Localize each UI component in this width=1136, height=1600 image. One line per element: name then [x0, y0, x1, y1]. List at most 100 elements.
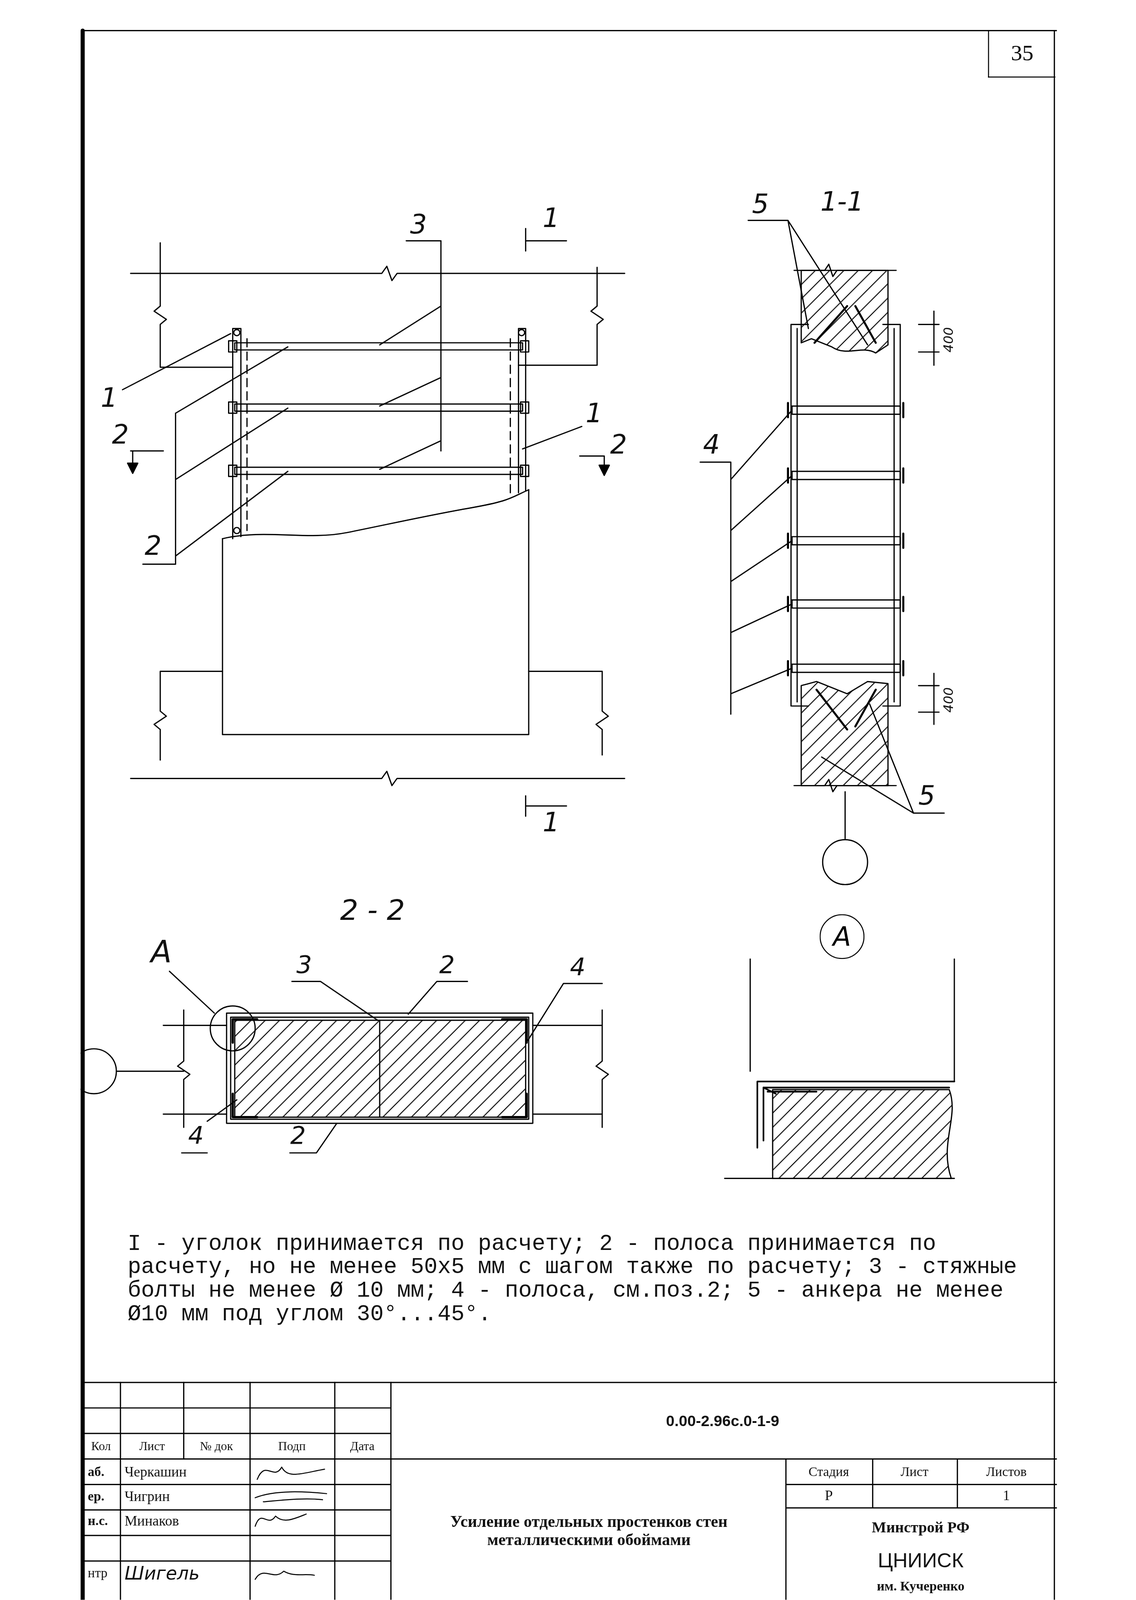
- detail-marker: A: [819, 914, 865, 960]
- section-2-2: [71, 1006, 609, 1128]
- section-2-2: [116, 1071, 184, 1073]
- section-2-2: [234, 1020, 526, 1118]
- sheet-frame: [81, 30, 1057, 1600]
- section-title: 1-1: [820, 187, 864, 217]
- node-text: A: [833, 922, 852, 952]
- signature: [255, 1467, 327, 1580]
- elevation-view: [233, 329, 240, 336]
- title-block: [391, 1459, 1057, 1600]
- leader-lines: [379, 240, 442, 470]
- detail-a: [763, 1087, 817, 1094]
- section-1-1: [822, 839, 868, 885]
- callout-number: 1: [100, 383, 118, 413]
- signature: [255, 1514, 307, 1528]
- title-block: [81, 1383, 1057, 1600]
- role-cell: ер.: [87, 1489, 105, 1505]
- notes: I - уголок принимается по расчету; 2 - п…: [127, 1232, 1052, 1328]
- document-code: 0.00-2.96с.0-1-9: [665, 1413, 779, 1431]
- leader-lines: [522, 426, 582, 449]
- role-cell: нтр: [87, 1566, 108, 1582]
- detail-a: [757, 1081, 955, 1149]
- callout-number: 5: [751, 189, 769, 219]
- table-header: Подп: [277, 1440, 306, 1455]
- table-header: Стадия: [808, 1465, 849, 1481]
- elevation-view: [234, 342, 523, 351]
- table-cell: Р: [824, 1488, 834, 1505]
- node-text: 35: [1011, 41, 1034, 66]
- section-2-2: [379, 1020, 381, 1118]
- elevation-view: [130, 266, 626, 281]
- section-mark: 2: [610, 430, 627, 460]
- signature: [257, 1467, 325, 1480]
- section-1-1: [792, 664, 901, 673]
- role-cell: н.с.: [87, 1514, 108, 1529]
- role-cell: аб.: [87, 1465, 105, 1481]
- signature: [255, 1572, 315, 1581]
- leader-lines: [748, 220, 868, 345]
- section-1-1: [814, 306, 876, 343]
- name-cell: Чигрин: [124, 1489, 170, 1506]
- section-mark: 1: [542, 808, 560, 838]
- section-1-1: [792, 471, 901, 480]
- elevation-view: [518, 329, 525, 336]
- elevation-view: [222, 490, 529, 735]
- section-2-2: [230, 1017, 529, 1120]
- sheet-title: Усиление отдельных простенков стен метал…: [400, 1513, 778, 1549]
- section-1-1: [801, 270, 888, 353]
- section-1-1: [791, 324, 809, 707]
- elevation-view: [228, 465, 237, 477]
- section-1-1: [792, 600, 901, 609]
- table-header: № док: [199, 1440, 234, 1455]
- elevation-view: [520, 341, 529, 353]
- table-header: Кол: [91, 1440, 111, 1455]
- section-2-2: [532, 1025, 603, 1115]
- elevation-view: [228, 341, 237, 353]
- section-1-1: [816, 689, 876, 730]
- callout-number: 2: [290, 1122, 306, 1150]
- section-1-1: [788, 403, 904, 676]
- leader-lines: [181, 1100, 237, 1154]
- section-1-1: [793, 779, 897, 793]
- section-2-2: [177, 1010, 190, 1128]
- leader-lines: [122, 240, 582, 565]
- callout-number: 4: [570, 954, 586, 982]
- elevation-view: [153, 243, 233, 368]
- section-mark: 1: [542, 203, 560, 234]
- name-cell: Черкашин: [124, 1464, 187, 1481]
- title-block: [81, 1382, 1057, 1384]
- elevation-view: [153, 671, 223, 761]
- section-2-2: [595, 1010, 609, 1128]
- callout-number: 3: [410, 209, 427, 239]
- section-2-2: [226, 1013, 533, 1124]
- leader-lines: [408, 982, 468, 1015]
- table-header: Дата: [350, 1440, 375, 1455]
- leader-lines: [169, 971, 603, 1154]
- detail-callout: A: [150, 935, 172, 969]
- signature: [255, 1492, 327, 1503]
- elevation-view: [518, 267, 604, 366]
- leader-lines: [143, 347, 288, 565]
- leader-lines: [292, 982, 378, 1021]
- organization: им. Кучеренко: [876, 1579, 965, 1595]
- section-1-1: [792, 536, 901, 546]
- section-1-1: [801, 681, 888, 786]
- dimension: 400: [942, 687, 957, 714]
- detail-a: [772, 1090, 953, 1179]
- section-1-1: [918, 673, 939, 725]
- line-art: [0, 0, 81, 1600]
- section-2-2: [210, 1006, 256, 1052]
- elevation-view: [509, 338, 511, 497]
- dimension: 400: [942, 327, 957, 353]
- leader-lines: [821, 704, 945, 814]
- callout-number: 2: [439, 952, 455, 979]
- elevation-view: [520, 465, 529, 477]
- elevation-view: [233, 527, 240, 534]
- name-cell: Минаков: [124, 1513, 179, 1530]
- section-2-2: [232, 1019, 527, 1118]
- section-mark-lines: [599, 465, 610, 476]
- title-block: [120, 1383, 391, 1600]
- leader-lines: [700, 410, 793, 715]
- section-1-1: [883, 324, 901, 707]
